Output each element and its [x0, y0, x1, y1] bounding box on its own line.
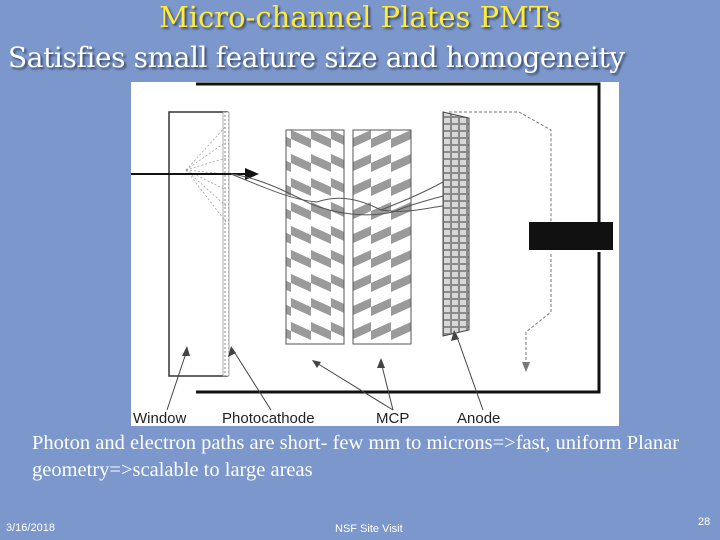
slide-caption: Photon and electron paths are short- few…	[32, 432, 680, 481]
anode-readout-dashed-low	[525, 254, 552, 364]
photon-arrow	[131, 168, 259, 180]
window-plate	[168, 111, 228, 377]
footer-center-text: NSF Site Visit	[335, 523, 403, 535]
footer-date: 3/16/2018	[6, 522, 55, 534]
label-window: Window	[133, 410, 187, 426]
slide-subtitle: Satisfies small feature size and homogen…	[8, 41, 625, 74]
enclosure-outline	[196, 82, 601, 230]
label-arrowheads	[182, 330, 459, 368]
feedthrough-block	[529, 222, 613, 250]
photon-cone	[185, 125, 227, 223]
footer-page-number: 28	[698, 516, 711, 528]
slide-title: Micro-channel Plates PMTs	[159, 0, 561, 34]
mcp-pmt-diagram: Window Photocathode MCP Anode	[131, 82, 619, 426]
label-photocathode: Photocathode	[222, 410, 315, 426]
label-anode: Anode	[457, 410, 500, 426]
enclosure-outline-bottom	[196, 252, 601, 394]
photocathode-layer	[222, 111, 230, 377]
label-leaders	[166, 333, 484, 411]
mcp-pmt-svg: Window Photocathode MCP Anode	[131, 82, 613, 426]
anode-readout-dashed	[449, 111, 552, 230]
electron-paths	[230, 173, 444, 216]
label-mcp: MCP	[376, 410, 409, 426]
anode-grid	[442, 111, 470, 337]
mcp-plate-2	[352, 129, 412, 345]
mcp-plate-1	[285, 129, 345, 345]
